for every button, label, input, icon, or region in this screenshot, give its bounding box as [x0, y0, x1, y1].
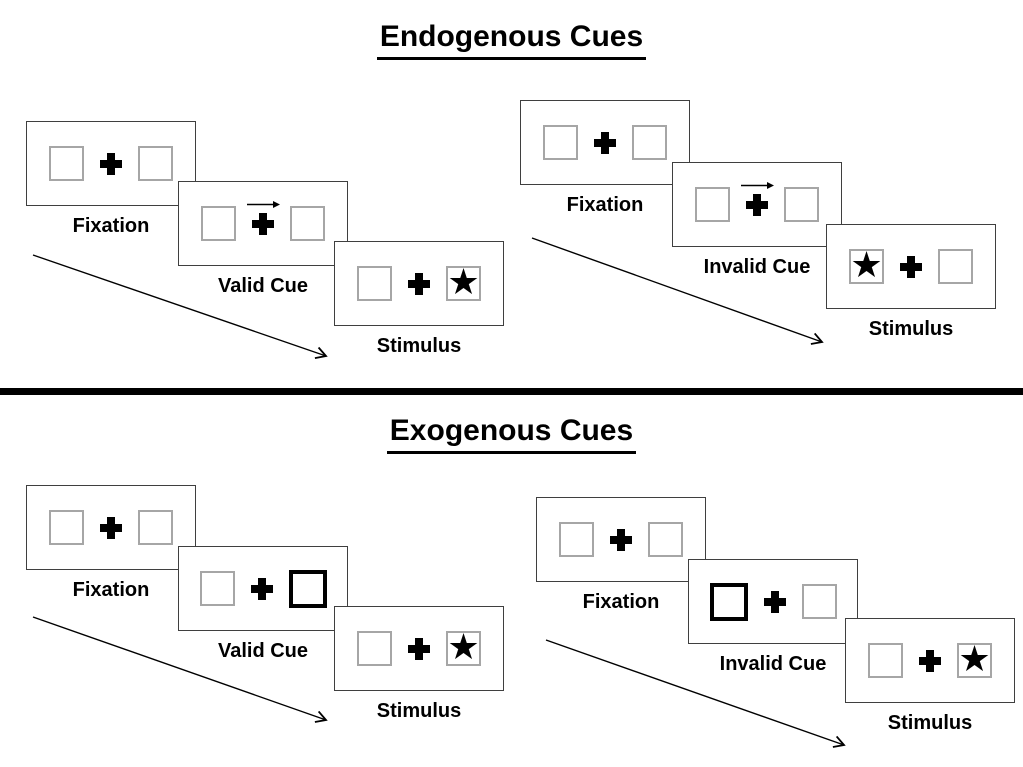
- left-box: [357, 631, 392, 666]
- exogenous-valid-timeline-arrow: [32, 616, 328, 723]
- exogenous-invalid-timeline-arrow: [545, 639, 846, 748]
- fixation-cross-icon: [610, 528, 632, 551]
- left-box: [559, 522, 594, 557]
- fixation-panel: [26, 121, 196, 206]
- panel-label: Stimulus: [887, 712, 973, 734]
- right-box: ★: [957, 638, 992, 679]
- fixation-cross-icon: [100, 152, 122, 175]
- fixation-cross-icon: [763, 590, 786, 613]
- right-box: [138, 510, 173, 545]
- star-target-icon: ★: [850, 244, 883, 285]
- fixation-panel: [520, 100, 690, 185]
- fixation-cross-icon: [252, 212, 274, 235]
- fixation-panel: [26, 485, 196, 570]
- invalid-cue-panel: [672, 162, 842, 247]
- right-box: ★: [446, 261, 481, 302]
- fixation-cross-icon: [594, 131, 616, 154]
- panel-label: Invalid Cue: [703, 256, 811, 278]
- exogenous-title-row: Exogenous Cues: [0, 414, 1023, 454]
- left-box: [49, 510, 84, 545]
- left-box-highlight-cue: [709, 582, 748, 621]
- valid-cue-panel: [178, 181, 348, 266]
- panel-label: Fixation: [582, 591, 660, 613]
- section-divider: [0, 388, 1023, 395]
- left-box: [543, 125, 578, 160]
- stimulus-panel: ★: [826, 224, 996, 309]
- stimulus-panel: ★: [334, 606, 504, 691]
- invalid-cue-panel: [688, 559, 858, 644]
- panel-label: Fixation: [72, 579, 150, 601]
- fixation-panel: [536, 497, 706, 582]
- star-target-icon: ★: [447, 261, 480, 302]
- fixation-cross-icon: [408, 637, 430, 660]
- endogenous-invalid-timeline-arrow: [531, 237, 824, 345]
- valid-cue-panel: [178, 546, 348, 631]
- panel-label: Stimulus: [376, 335, 462, 357]
- panel-label: Stimulus: [868, 318, 954, 340]
- left-box: [868, 643, 903, 678]
- left-box: [695, 187, 730, 222]
- left-box: [357, 266, 392, 301]
- right-arrow-cue-icon: [741, 181, 774, 189]
- right-box: [632, 125, 667, 160]
- endogenous-title-row: Endogenous Cues: [0, 20, 1023, 60]
- endogenous-section-title: Endogenous Cues: [376, 20, 647, 60]
- right-box: [138, 146, 173, 181]
- left-box: [201, 206, 236, 241]
- right-box: [784, 187, 819, 222]
- stimulus-panel: ★: [334, 241, 504, 326]
- fixation-cross-icon: [746, 193, 768, 216]
- left-box: [199, 571, 235, 606]
- fixation-cross-icon: [408, 272, 430, 295]
- endogenous-valid-timeline-arrow: [32, 254, 328, 359]
- right-box: [938, 249, 973, 284]
- left-box: ★: [849, 244, 884, 285]
- fixation-cross-icon: [900, 255, 922, 278]
- exogenous-section-title: Exogenous Cues: [386, 414, 637, 454]
- right-box: [290, 206, 325, 241]
- fixation-cross-icon: [919, 649, 941, 672]
- stimulus-panel: ★: [845, 618, 1015, 703]
- left-box: [49, 146, 84, 181]
- star-target-icon: ★: [447, 626, 480, 667]
- panel-label: Invalid Cue: [719, 653, 827, 675]
- fixation-cross-icon: [100, 516, 122, 539]
- right-box-highlight-cue: [288, 569, 327, 608]
- right-box: [801, 584, 837, 619]
- fixation-cross-icon: [250, 577, 273, 600]
- panel-label: Fixation: [72, 215, 150, 237]
- panel-label: Fixation: [566, 194, 644, 216]
- right-arrow-cue-icon: [247, 200, 280, 208]
- panel-label: Valid Cue: [217, 640, 309, 662]
- panel-label: Stimulus: [376, 700, 462, 722]
- star-target-icon: ★: [958, 638, 991, 679]
- right-box: [648, 522, 683, 557]
- panel-label: Valid Cue: [217, 275, 309, 297]
- right-box: ★: [446, 626, 481, 667]
